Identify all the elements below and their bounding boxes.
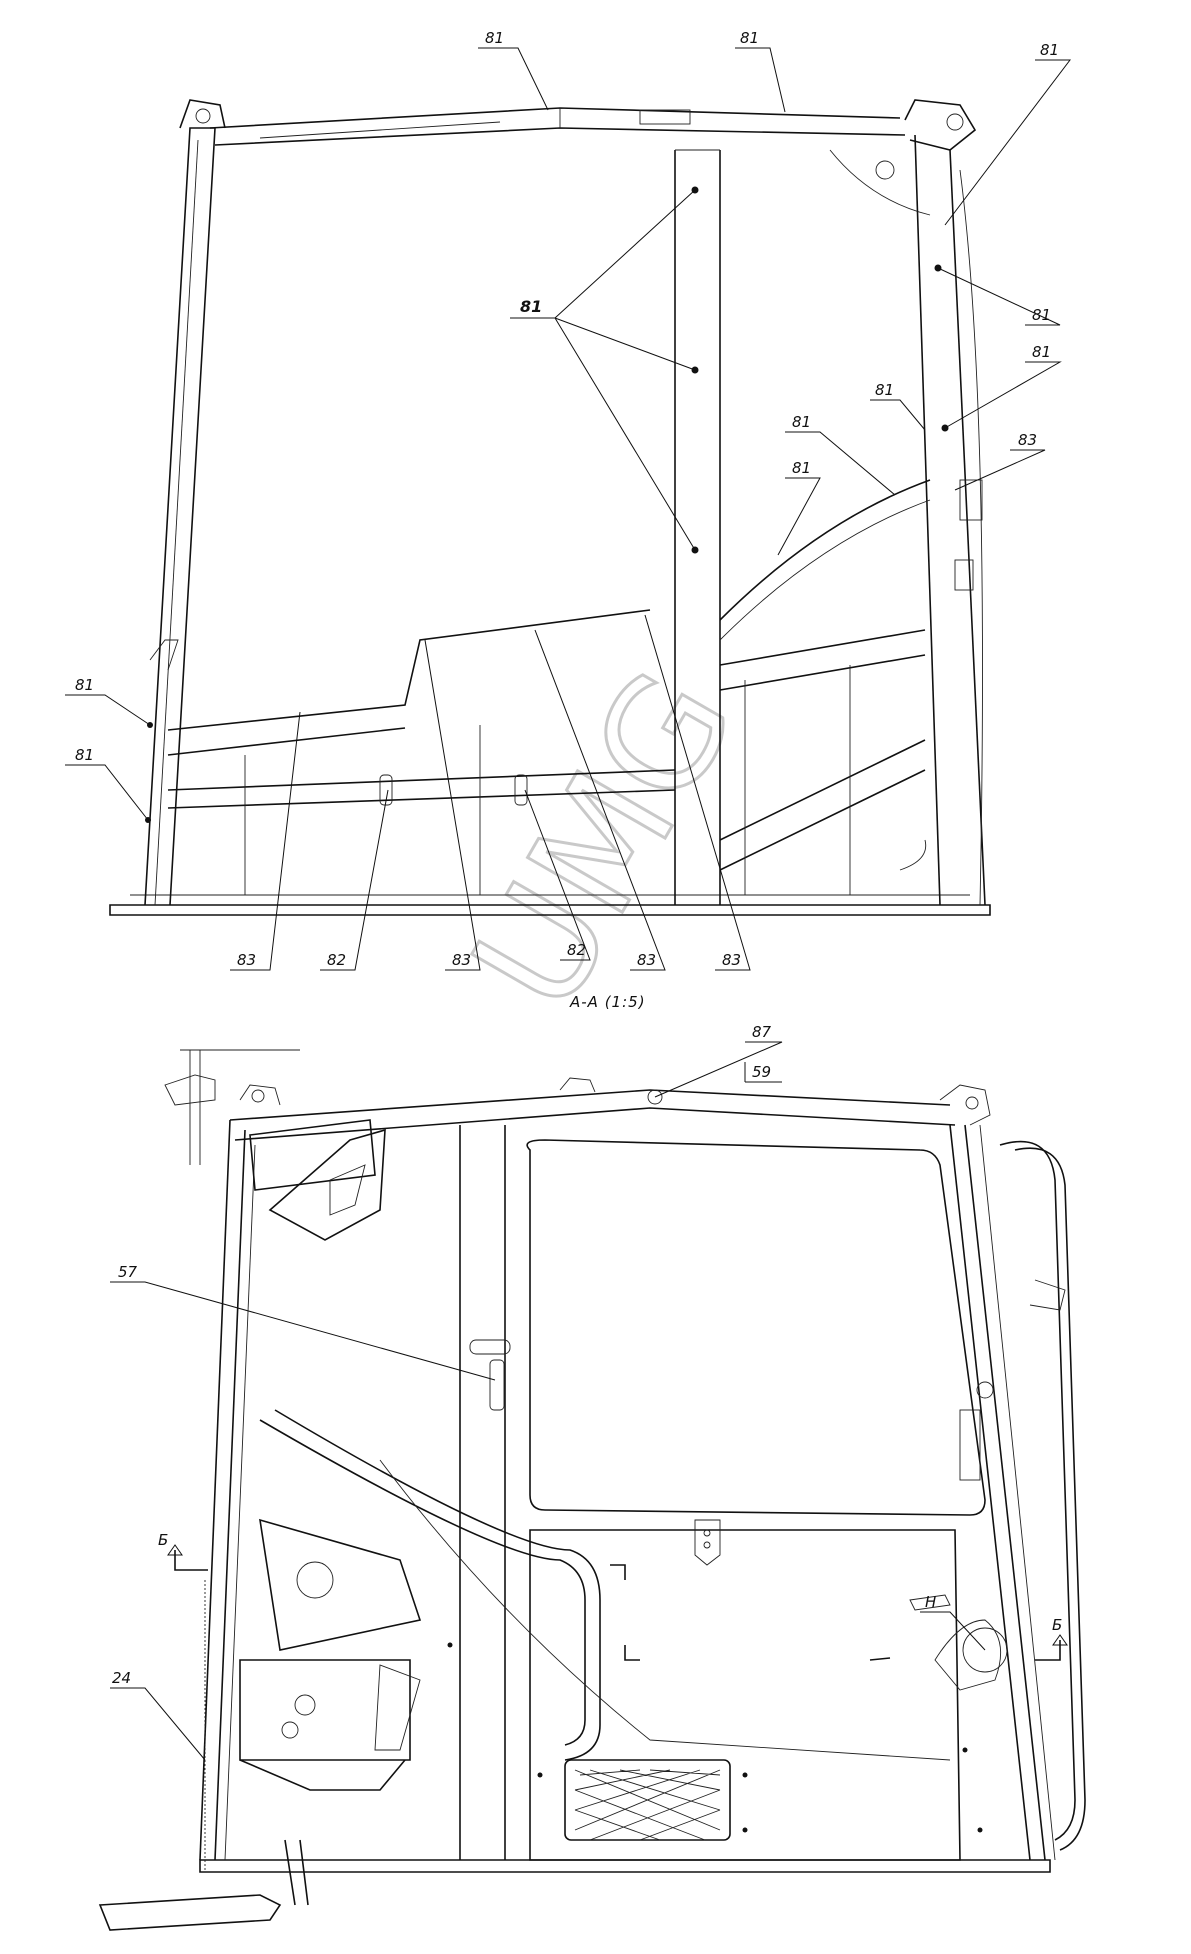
- label-81: 81: [485, 29, 504, 47]
- left-post: [199, 1119, 231, 1861]
- floor: [199, 1859, 1051, 1873]
- label-87: 87: [752, 1023, 772, 1041]
- left-pillar: [144, 127, 216, 906]
- left-lift-eye: [179, 99, 226, 129]
- roof-line: [229, 1089, 951, 1121]
- top-rail: [209, 107, 901, 129]
- label-83: 83: [237, 951, 256, 969]
- door-glass: [526, 1139, 986, 1516]
- label-81: 81: [1032, 343, 1051, 361]
- label-B-right: Б: [1052, 1616, 1062, 1634]
- label-81: 81: [875, 381, 894, 399]
- vent-box: [249, 1119, 376, 1191]
- base-rail: [109, 904, 991, 916]
- label-83: 83: [722, 951, 741, 969]
- console-lower: [239, 1659, 411, 1761]
- lower-leaders: [110, 1041, 986, 1761]
- upper-frame-drawing: [109, 99, 991, 916]
- label-H: Н: [925, 1593, 936, 1611]
- label-82: 82: [567, 941, 586, 959]
- label-81: 81: [792, 413, 811, 431]
- upper-labels: 81 81 81 81 81 81 81 81 81 83 81 81 83 8…: [75, 29, 1059, 969]
- label-81: 81: [1032, 306, 1051, 324]
- window-bottom-edge: [167, 609, 651, 731]
- right-post: [949, 1124, 1031, 1861]
- curved-rail: [719, 479, 931, 621]
- label-83: 83: [1018, 431, 1037, 449]
- brace-upper: [167, 769, 676, 791]
- label-83: 83: [452, 951, 471, 969]
- label-81: 81: [75, 746, 94, 764]
- console-upper: [259, 1518, 422, 1651]
- vent-grille: [564, 1759, 731, 1841]
- upper-leaders: [65, 47, 1072, 971]
- pedal: [98, 1894, 282, 1931]
- section-title: А-А (1:5): [569, 993, 646, 1011]
- label-81: 81: [792, 459, 811, 477]
- door-lower-panel: [529, 1529, 961, 1861]
- label-24: 24: [112, 1669, 131, 1687]
- label-81: 81: [1040, 41, 1059, 59]
- right-pillar: [914, 134, 941, 906]
- label-81: 81: [740, 29, 759, 47]
- label-82: 82: [327, 951, 346, 969]
- handrail-inner: [259, 1419, 586, 1746]
- label-B-left: Б: [158, 1531, 168, 1549]
- label-81: 81: [75, 676, 94, 694]
- lower-labels: 87 59 57 24 Н Б Б: [112, 1023, 1062, 1687]
- right-lift-eye: [904, 99, 977, 151]
- label-57: 57: [118, 1263, 138, 1281]
- label-81: 81: [520, 297, 542, 316]
- label-59: 59: [752, 1063, 771, 1081]
- lower-cab-drawing: [98, 1049, 1086, 1931]
- label-83: 83: [637, 951, 656, 969]
- handrail-right: [999, 1140, 1076, 1841]
